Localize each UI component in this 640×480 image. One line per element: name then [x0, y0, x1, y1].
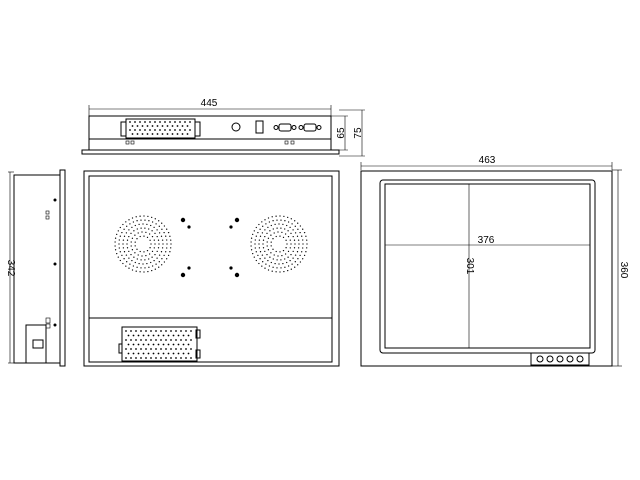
side-body [13, 174, 61, 364]
dim-label-screen-width: 376 [478, 235, 495, 246]
control-button-icon [566, 355, 574, 363]
fan-right-icon [250, 215, 308, 273]
control-button-icon [576, 355, 584, 363]
side-bracket [25, 324, 47, 364]
top-view: 445 65 [81, 98, 365, 157]
side-flange [59, 169, 66, 367]
side-view: 342 [5, 169, 66, 367]
power-switch-icon [255, 120, 264, 134]
mounting-holes [180, 217, 240, 278]
front-view: 463 360 376 301 [360, 155, 629, 367]
dim-label-screen-height: 301 [464, 258, 475, 275]
rear-inner-frame [88, 175, 333, 363]
power-jack-icon [231, 122, 241, 132]
control-buttons [536, 355, 584, 363]
front-bezel [360, 170, 613, 367]
fan-left-icon [114, 215, 172, 273]
rear-outer-frame [83, 170, 340, 367]
dim-label-front-width: 463 [479, 155, 496, 166]
dim-label-top-height-outer: 75 [353, 127, 364, 139]
front-bezel-inner [379, 179, 596, 354]
dim-label-top-width: 445 [201, 98, 218, 109]
top-vent-dots [129, 121, 191, 135]
dim-label-front-height: 360 [618, 262, 629, 279]
serial-port-2-icon [298, 123, 322, 132]
top-flange [81, 149, 340, 155]
dim-label-side-height: 342 [5, 260, 16, 277]
dim-label-top-height-inner: 65 [336, 127, 347, 139]
control-button-icon [556, 355, 564, 363]
rear-vent-dots [125, 330, 192, 359]
screen-area [384, 183, 591, 349]
control-button-icon [536, 355, 544, 363]
rear-view [83, 170, 340, 367]
control-panel [530, 352, 590, 366]
serial-port-1-icon [273, 123, 297, 132]
control-button-icon [546, 355, 554, 363]
top-body [88, 115, 332, 151]
